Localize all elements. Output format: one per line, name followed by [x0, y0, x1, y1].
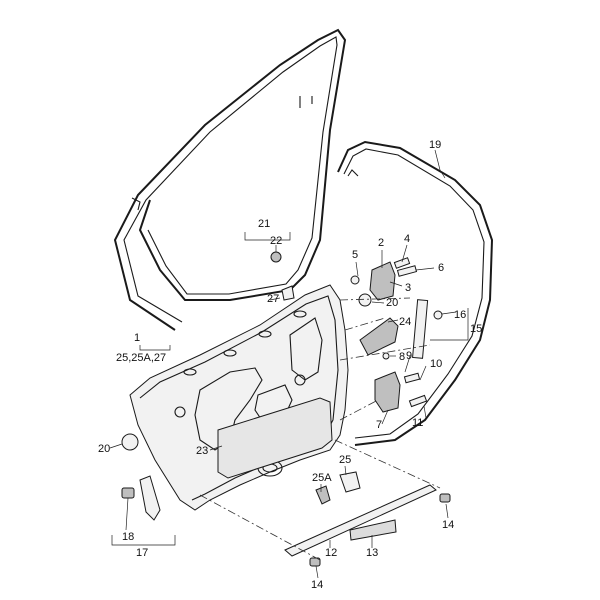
- lower-bracket-and-clips: [121, 433, 161, 521]
- label-4: 4: [404, 233, 410, 245]
- label-5: 5: [352, 249, 358, 261]
- sound-deadening-mat: [217, 397, 333, 479]
- label-17: 17: [136, 547, 148, 559]
- part-labels: 1 25,25A,27 2 3 4 5 6 7 8 9 10 11 12 13 …: [98, 139, 482, 591]
- label-23: 23: [196, 445, 208, 457]
- label-14-right: 14: [442, 519, 454, 531]
- leader-lines: [109, 149, 469, 579]
- label-1: 1: [134, 332, 140, 344]
- label-18: 18: [122, 531, 134, 543]
- label-21: 21: [258, 218, 270, 230]
- label-16: 16: [454, 309, 466, 321]
- label-19: 19: [429, 139, 441, 151]
- label-10: 10: [430, 358, 442, 370]
- label-14-bottom: 14: [311, 579, 323, 591]
- label-8: 8: [399, 351, 405, 363]
- label-15: 15: [470, 323, 482, 335]
- label-25: 25: [339, 454, 351, 466]
- small-clips: [309, 471, 451, 567]
- label-20-left: 20: [98, 443, 110, 455]
- label-11: 11: [412, 417, 423, 429]
- label-12: 12: [325, 547, 337, 559]
- door-hinge-upper: [350, 257, 418, 301]
- label-20-right: 20: [386, 297, 398, 309]
- window-frame-seal: [113, 28, 347, 331]
- label-27: 27: [267, 293, 279, 305]
- sill-strip: [284, 484, 437, 557]
- label-1-sub: 25,25A,27: [116, 352, 166, 364]
- label-6: 6: [438, 262, 444, 274]
- upper-fasteners: [270, 251, 295, 301]
- door-guide-bracket: [412, 299, 443, 359]
- label-9: 9: [406, 350, 412, 362]
- door-check-strap: [358, 293, 399, 360]
- label-3: 3: [405, 282, 411, 294]
- label-2: 2: [378, 237, 384, 249]
- label-24: 24: [399, 316, 411, 328]
- label-7: 7: [376, 419, 382, 431]
- door-hinge-lower: [374, 371, 428, 413]
- label-22: 22: [270, 235, 282, 247]
- door-seal: [337, 140, 494, 446]
- label-13: 13: [366, 547, 378, 559]
- label-25a: 25A: [312, 472, 332, 484]
- alignment-lines: [199, 297, 441, 561]
